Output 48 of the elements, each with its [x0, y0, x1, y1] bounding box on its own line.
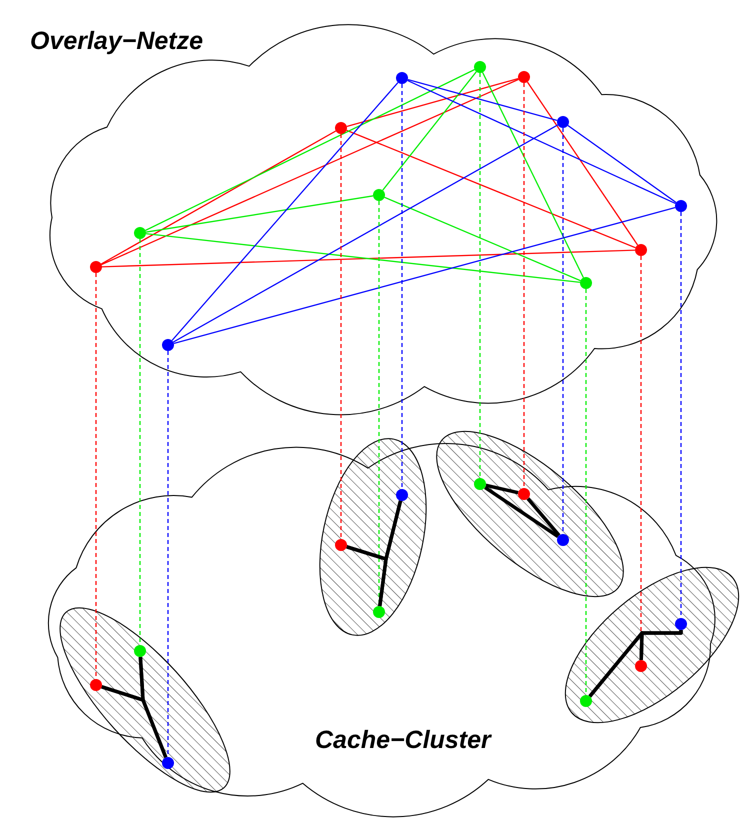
- connector-line: [526, 82, 638, 246]
- node-dot: [635, 244, 647, 256]
- dashed-link: [479, 73, 481, 478]
- connector-line: [382, 71, 477, 191]
- connector-line: [145, 69, 475, 231]
- connector-line: [101, 78, 519, 266]
- connector-line: [482, 72, 584, 278]
- connector-line: [346, 130, 636, 248]
- connector-line: [568, 125, 676, 203]
- node-dot: [518, 71, 530, 83]
- tree-link: [486, 484, 518, 494]
- node-dot: [474, 61, 486, 73]
- connector-line: [102, 250, 636, 268]
- tree-link: [138, 656, 168, 758]
- dashed-link: [585, 289, 587, 695]
- node-dot: [335, 122, 347, 134]
- node-dot: [134, 227, 146, 239]
- connector-line: [408, 79, 558, 121]
- dashed-link: [401, 84, 403, 489]
- connector-line: [172, 82, 398, 341]
- node-dot: [373, 189, 385, 201]
- tree-link: [526, 497, 560, 537]
- dashed-link: [523, 83, 525, 488]
- node-dot: [580, 277, 592, 289]
- connector-line: [100, 130, 336, 265]
- tree-link: [639, 630, 683, 660]
- connector-line: [384, 196, 581, 282]
- node-dot: [557, 116, 569, 128]
- connector-line: [146, 233, 580, 283]
- dashed-link: [167, 351, 169, 757]
- connector-line: [172, 124, 558, 343]
- dashed-link: [139, 239, 141, 645]
- group-title: Cache−Cluster: [315, 727, 491, 754]
- dashed-link: [562, 128, 564, 534]
- connector-line: [174, 207, 676, 344]
- node-dot: [162, 339, 174, 351]
- connector-line: [146, 195, 374, 233]
- node-dot: [675, 200, 687, 212]
- tree-link: [378, 500, 402, 606]
- group-title: Overlay−Netze: [30, 28, 204, 56]
- dashed-link: [340, 134, 342, 539]
- connector-line: [407, 80, 676, 204]
- dashed-link: [680, 212, 682, 618]
- node-dot: [90, 261, 102, 273]
- tree-link: [484, 486, 559, 538]
- dashed-link: [95, 273, 97, 679]
- connector-line: [346, 78, 518, 127]
- node-dot: [396, 72, 408, 84]
